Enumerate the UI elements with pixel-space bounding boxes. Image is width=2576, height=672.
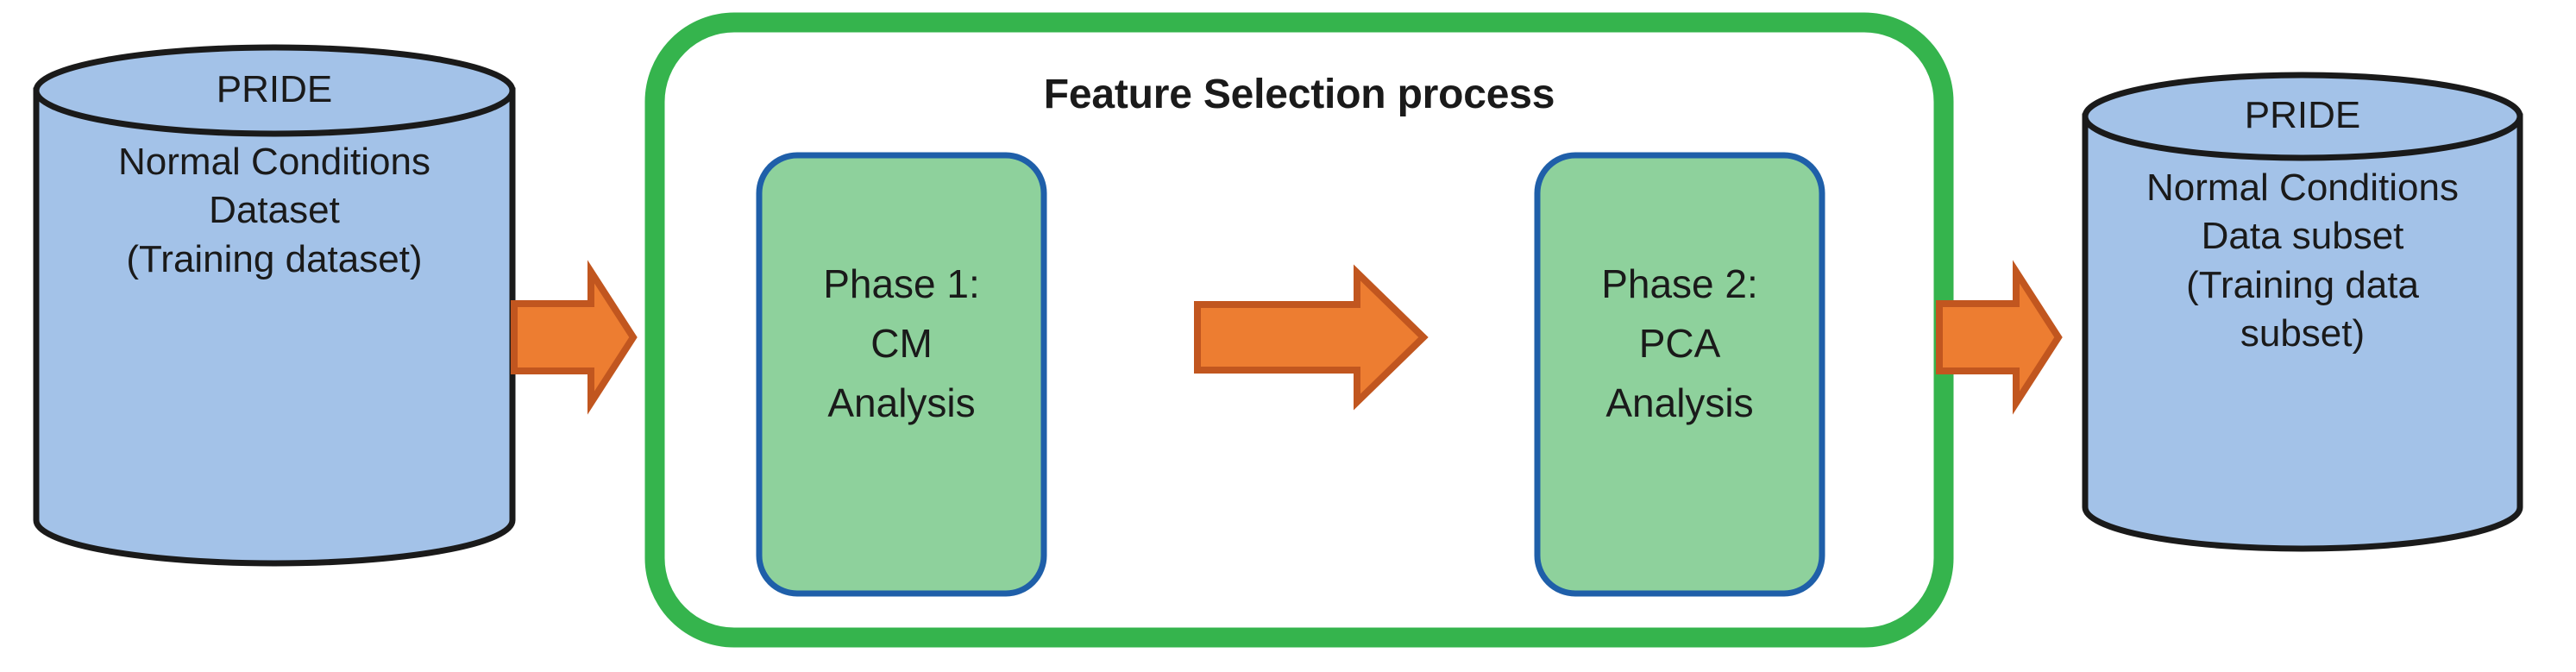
arrow-group-to-target (1936, 260, 2063, 415)
phase2-box[interactable] (1534, 152, 1825, 597)
source-database-cylinder[interactable] (33, 44, 516, 567)
phase1-label: Phase 1: CM Analysis (823, 261, 980, 425)
target-cylinder-body (2082, 113, 2523, 552)
right-arrow-icon (1194, 264, 1429, 411)
phase2-label: Phase 2: PCA Analysis (1601, 261, 1758, 425)
right-arrow-icon (1936, 260, 2063, 415)
target-cylinder-top-ellipse (2082, 72, 2523, 161)
target-database-title: PRIDE (2244, 94, 2361, 136)
phase1-box[interactable] (756, 152, 1047, 597)
phase2-box-shape (1534, 152, 1825, 597)
phase1-box-shape (756, 152, 1047, 597)
source-database-title: PRIDE (216, 68, 333, 110)
source-cylinder-body (33, 87, 516, 567)
target-database-cylinder[interactable] (2082, 72, 2523, 552)
arrow-phase1-to-phase2 (1194, 264, 1429, 411)
feature-selection-group-title: Feature Selection process (1043, 72, 1555, 117)
right-arrow-icon (511, 260, 638, 415)
arrow-source-to-group (511, 260, 638, 415)
source-cylinder-top-ellipse (33, 44, 516, 137)
